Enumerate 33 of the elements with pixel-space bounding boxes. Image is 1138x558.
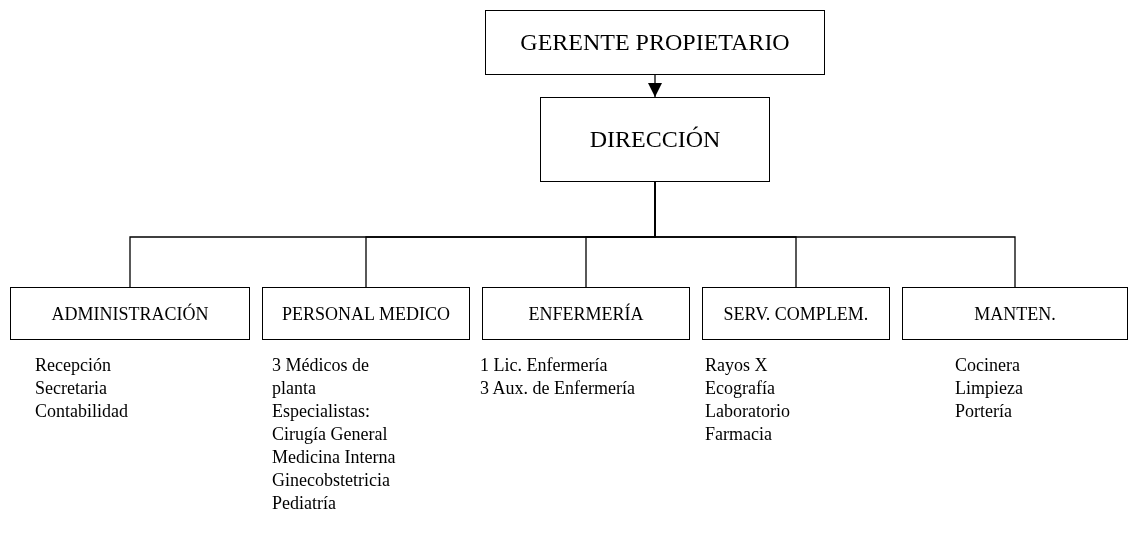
staff-item: Farmacia [705, 423, 773, 446]
staff-item: Cocinera [955, 354, 1021, 377]
staff-item: Ecografía [705, 377, 776, 400]
staff-item: 1 Lic. Enfermería [480, 354, 609, 377]
box-label: ENFERMERÍA [528, 303, 644, 324]
box-label: ADMINISTRACIÓN [51, 303, 209, 324]
org-box [485, 10, 825, 75]
org-box [902, 287, 1128, 340]
org-box [482, 287, 690, 340]
staff-item: Ginecobstetricia [272, 469, 391, 492]
staff-item: Cirugía General [272, 423, 389, 446]
staff-item: 3 Médicos de planta [272, 354, 370, 400]
staff-item: 3 Aux. de Enfermería [480, 377, 636, 400]
box-label: DIRECCIÓN [589, 126, 721, 153]
org-box [10, 287, 250, 340]
box-label: SERV. COMPLEM. [723, 303, 869, 324]
box-label: MANTEN. [974, 303, 1056, 324]
staff-item: Especialistas: [272, 400, 371, 423]
staff-item: Recepción [35, 354, 112, 377]
arrow [648, 74, 662, 98]
staff-item: Limpieza [955, 377, 1024, 400]
staff-item: Contabilidad [35, 400, 129, 423]
box-label: GERENTE PROPIETARIO [520, 29, 790, 56]
staff-item: Laboratorio [705, 400, 791, 423]
org-box [262, 287, 470, 340]
staff-item: Rayos X [705, 354, 769, 377]
org-box [702, 287, 890, 340]
staff-item: Medicina Interna [272, 446, 397, 469]
org-box [540, 97, 770, 182]
staff-item: Secretaria [35, 377, 108, 400]
staff-item: Portería [955, 400, 1013, 423]
staff-item: Pediatría [272, 492, 337, 515]
box-label: PERSONAL MEDICO [282, 303, 450, 324]
